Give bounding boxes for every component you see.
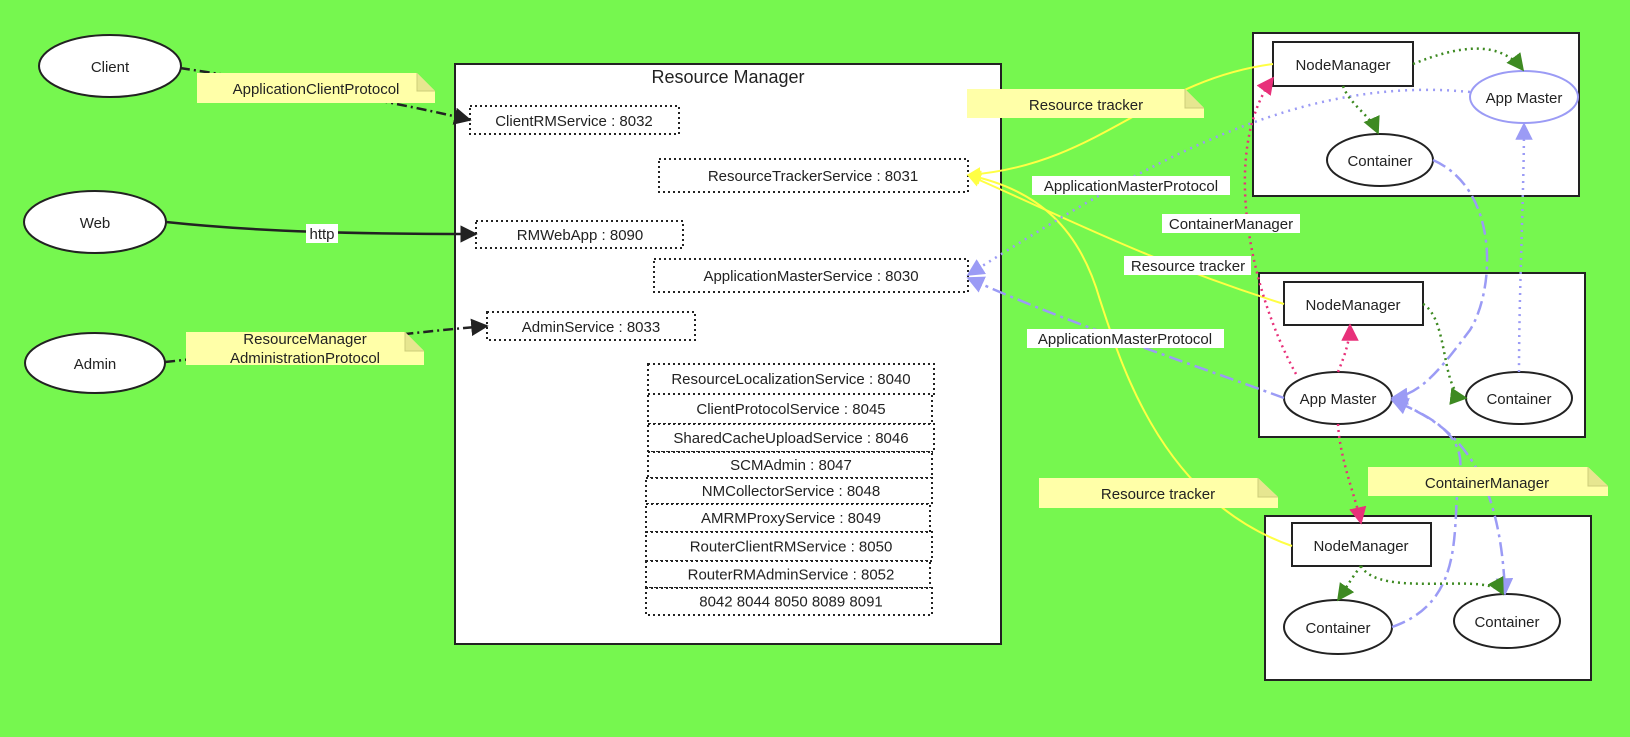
port-list-item-label: 8042 8044 8050 8089 8091 [699, 594, 883, 611]
node-3-manager-label: NodeManager [1313, 538, 1408, 555]
edge-label-resource-tracker: Resource tracker [1124, 256, 1251, 275]
port-list-item: 8042 8044 8050 8089 8091 [645, 587, 933, 616]
node-2-manager-label: NodeManager [1305, 297, 1400, 314]
port-list-item: SharedCacheUploadService : 8046 [647, 423, 935, 453]
service-client-rm: ClientRMService : 8032 [469, 105, 680, 135]
edge-label-container-manager: ContainerManager [1162, 214, 1300, 233]
edge-label-am-protocol-2: ApplicationMasterProtocol [1027, 329, 1224, 348]
service-resource-tracker: ResourceTrackerService : 8031 [658, 158, 969, 193]
note-container-manager-label: ContainerManager [1425, 475, 1549, 492]
service-admin-label: AdminService : 8033 [522, 319, 660, 336]
edge-label-resource-tracker-text: Resource tracker [1131, 258, 1245, 275]
node-2-container-label: Container [1486, 391, 1551, 408]
edge-nm3-to-containera [1336, 565, 1362, 602]
client-node: Client [38, 34, 182, 98]
port-list-item-label: SCMAdmin : 8047 [730, 457, 852, 474]
note-resource-tracker-top: Resource tracker [967, 89, 1204, 118]
port-list-item: ClientProtocolService : 8045 [647, 393, 933, 425]
service-rm-webapp: RMWebApp : 8090 [475, 220, 684, 249]
node-1-box: NodeManager App Master Container [1252, 32, 1580, 197]
edge-label-am-protocol-1-text: ApplicationMasterProtocol [1044, 178, 1218, 195]
edge-nm1-to-am1 [1412, 47, 1525, 72]
web-label: Web [80, 215, 111, 232]
port-list-item-label: ClientProtocolService : 8045 [696, 401, 885, 418]
port-list-item: RouterRMAdminService : 8052 [645, 560, 931, 589]
note-resource-tracker-bottom-label: Resource tracker [1101, 486, 1215, 503]
edge-label-http: http [306, 224, 338, 243]
note-app-client-protocol: ApplicationClientProtocol [197, 73, 435, 103]
node-3-manager-box [1291, 522, 1432, 567]
port-list-item-box [645, 503, 931, 533]
web-node: Web [23, 190, 167, 254]
port-list-item-box [645, 560, 931, 589]
client-label: Client [91, 59, 130, 76]
port-list-item-box [647, 393, 933, 425]
port-list-item-label: SharedCacheUploadService : 8046 [673, 430, 908, 447]
edge-nm2-resource-tracker [966, 173, 1285, 305]
service-client-rm-label: ClientRMService : 8032 [495, 113, 653, 130]
port-list-item-box [647, 451, 933, 479]
resource-manager-title: Resource Manager [651, 67, 804, 87]
port-list-item: NMCollectorService : 8048 [645, 477, 933, 505]
node-3-box: NodeManager Container Container [1264, 515, 1592, 681]
edge-nm3-to-containerb [1359, 565, 1505, 596]
edge-label-container-manager-text: ContainerManager [1169, 216, 1293, 233]
note-resource-tracker-top-label: Resource tracker [1029, 97, 1143, 114]
node-3-container-b-label: Container [1474, 614, 1539, 631]
note-container-manager: ContainerManager [1368, 467, 1608, 496]
edge-label-http-text: http [309, 226, 334, 243]
port-list-item: SCMAdmin : 8047 [647, 451, 933, 479]
node-1-manager-label: NodeManager [1295, 57, 1390, 74]
edge-label-am-protocol-1: ApplicationMasterProtocol [1032, 176, 1230, 195]
node-2-box: NodeManager App Master Container [1258, 272, 1586, 438]
node-1-container-label: Container [1347, 153, 1412, 170]
node-2-app-master-label: App Master [1300, 391, 1377, 408]
node-1-app-master-label: App Master [1486, 90, 1563, 107]
port-list-item: RouterClientRMService : 8050 [645, 531, 933, 562]
edge-am2-to-nm3 [1336, 423, 1367, 525]
edge-nm1-resource-tracker [966, 63, 1274, 182]
note-resource-tracker-bottom: Resource tracker [1039, 478, 1278, 508]
service-admin: AdminService : 8033 [486, 311, 696, 341]
service-app-master: ApplicationMasterService : 8030 [653, 258, 969, 293]
edge-node1-container-to-am2 [1390, 158, 1489, 406]
service-resource-tracker-label: ResourceTrackerService : 8031 [708, 168, 918, 185]
note-rm-admin-line2: AdministrationProtocol [230, 350, 380, 367]
edge-nm1-to-container [1341, 85, 1380, 135]
admin-node: Admin [24, 332, 166, 394]
edge-am2-to-nm2 [1336, 323, 1359, 373]
port-list-item-box [647, 363, 935, 395]
port-list-item: ResourceLocalizationService : 8040 [647, 363, 935, 395]
port-list-item-label: RouterRMAdminService : 8052 [688, 567, 895, 584]
edge-am1-protocol [966, 88, 1471, 277]
port-list-item-label: AMRMProxyService : 8049 [701, 510, 881, 527]
node-3-container-a-label: Container [1305, 620, 1370, 637]
port-list-item-label: NMCollectorService : 8048 [702, 483, 880, 500]
service-rm-webapp-label: RMWebApp : 8090 [517, 227, 643, 244]
admin-label: Admin [74, 356, 117, 373]
port-list-item-box [645, 587, 933, 616]
edge-am2-to-node3-containerb [1391, 398, 1514, 596]
port-list-item: AMRMProxyService : 8049 [645, 503, 931, 533]
service-app-master-label: ApplicationMasterService : 8030 [703, 268, 918, 285]
port-list: ResourceLocalizationService : 8040Client… [645, 363, 935, 616]
port-list-item-box [645, 531, 933, 562]
edge-label-am-protocol-2-text: ApplicationMasterProtocol [1038, 331, 1212, 348]
note-rm-admin-protocol: ResourceManager AdministrationProtocol [186, 331, 424, 367]
note-app-client-protocol-label: ApplicationClientProtocol [233, 81, 400, 98]
port-list-item-label: ResourceLocalizationService : 8040 [671, 371, 910, 388]
port-list-item-label: RouterClientRMService : 8050 [690, 539, 893, 556]
note-rm-admin-line1: ResourceManager [243, 331, 366, 348]
